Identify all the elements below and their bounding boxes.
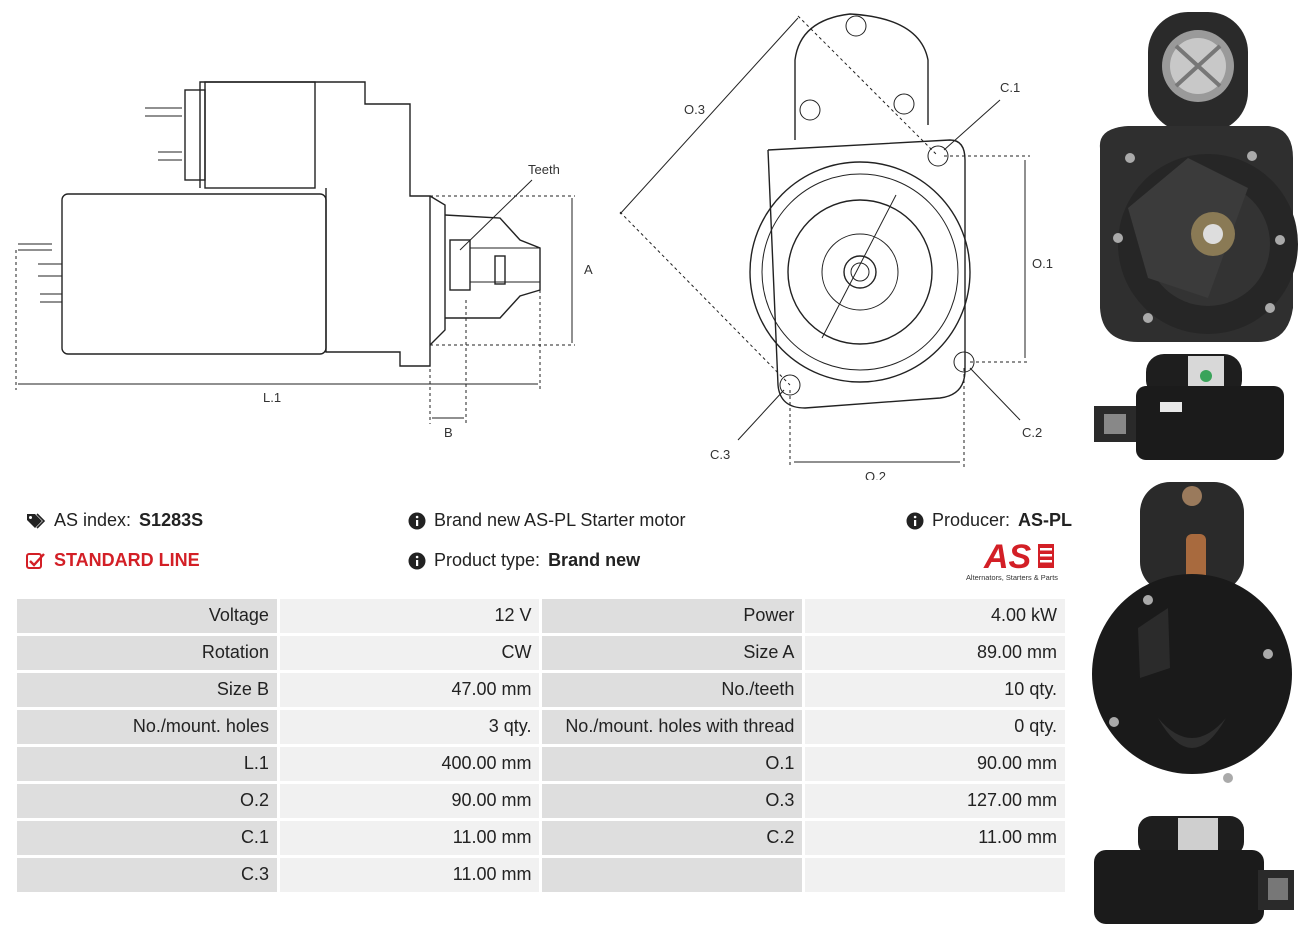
spec-value (805, 858, 1065, 892)
product-type-value: Brand new (548, 550, 641, 570)
spec-value: CW (279, 636, 540, 670)
product-photos (1080, 0, 1312, 936)
spec-value: 400.00 mm (279, 747, 540, 781)
dim-o3-label: O.3 (684, 102, 705, 117)
spec-label: C.2 (542, 821, 803, 855)
spec-label: Rotation (17, 636, 277, 670)
as-index: AS index: S1283S (26, 510, 203, 531)
spec-label: No./mount. holes with thread (542, 710, 803, 744)
logo-mark: AS (983, 538, 1032, 576)
teeth-label: Teeth (528, 162, 560, 177)
photo-front-view (1099, 12, 1298, 342)
spec-value: 0 qty. (805, 710, 1065, 744)
dim-o2-label: O.2 (865, 469, 886, 480)
photo-side-view-bottom (1094, 816, 1294, 924)
spec-label: Voltage (17, 599, 277, 633)
photo-side-view-top (1094, 354, 1284, 460)
spec-value: 12 V (279, 599, 540, 633)
dim-a-label: A (584, 262, 593, 277)
as-index-label: AS index: (54, 510, 132, 530)
checkbox-icon (26, 552, 46, 570)
producer-value: AS-PL (1018, 510, 1073, 530)
description: Brand new AS-PL Starter motor (408, 510, 685, 531)
spec-value: 11.00 mm (279, 821, 540, 855)
standard-line-label: STANDARD LINE (54, 550, 200, 570)
side-view: Teeth A L.1 B (15, 81, 593, 440)
photo-rear-view (1092, 482, 1292, 783)
spec-value: 4.00 kW (805, 599, 1065, 633)
technical-drawing: Teeth A L.1 B O.3 C.1 O.1 C.2 C.3 (15, 13, 1053, 480)
spec-label (542, 858, 803, 892)
dim-c2-label: C.2 (1022, 425, 1042, 440)
description-text: Brand new AS-PL Starter motor (434, 510, 686, 530)
tags-icon (26, 512, 46, 529)
spec-value: 127.00 mm (805, 784, 1065, 818)
info-icon (408, 552, 426, 570)
dim-o1-label: O.1 (1032, 256, 1053, 271)
spec-label: Size B (17, 673, 277, 707)
dim-b-label: B (444, 425, 453, 440)
spec-value: 89.00 mm (805, 636, 1065, 670)
spec-label: Power (542, 599, 803, 633)
spec-label: C.1 (17, 821, 277, 855)
spec-value: 3 qty. (279, 710, 540, 744)
as-pl-logo: AS Alternators, Starters & Parts (966, 538, 1058, 582)
spec-label: L.1 (17, 747, 277, 781)
product-line: STANDARD LINE (26, 550, 200, 571)
front-view: O.3 C.1 O.1 C.2 C.3 O.2 (619, 13, 1053, 480)
spec-value: 90.00 mm (805, 747, 1065, 781)
spec-label: No./mount. holes (17, 710, 277, 744)
producer-label: Producer: (932, 510, 1011, 530)
product-type-label: Product type: (434, 550, 541, 570)
logo-tagline: Alternators, Starters & Parts (966, 573, 1058, 582)
dim-c3-label: C.3 (710, 447, 730, 462)
spec-label: C.3 (17, 858, 277, 892)
spec-value: 11.00 mm (279, 858, 540, 892)
dim-l1-label: L.1 (263, 390, 281, 405)
spec-value: 47.00 mm (279, 673, 540, 707)
spec-label: O.1 (542, 747, 803, 781)
producer: Producer: AS-PL (906, 510, 1072, 531)
spec-value: 11.00 mm (805, 821, 1065, 855)
info-icon (408, 512, 426, 530)
info-icon (906, 512, 924, 530)
spec-label: Size A (542, 636, 803, 670)
as-index-value: S1283S (139, 510, 204, 530)
spec-label: O.3 (542, 784, 803, 818)
dim-c1-label: C.1 (1000, 80, 1020, 95)
spec-value: 10 qty. (805, 673, 1065, 707)
product-type: Product type: Brand new (408, 550, 640, 571)
spec-label: No./teeth (542, 673, 803, 707)
spec-value: 90.00 mm (279, 784, 540, 818)
spec-label: O.2 (17, 784, 277, 818)
